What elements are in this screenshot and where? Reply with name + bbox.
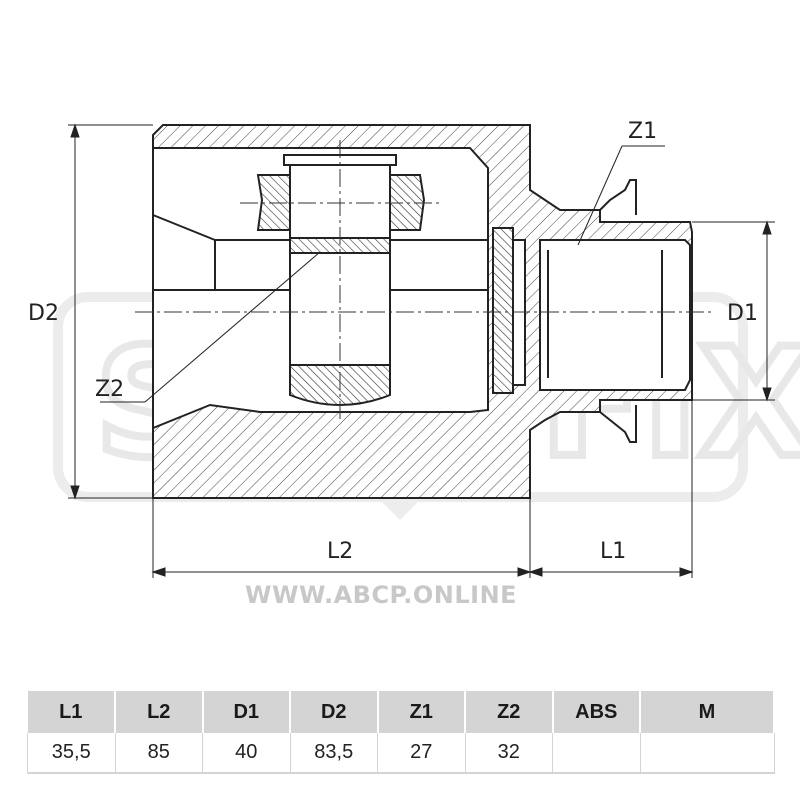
dimension-label-z2: Z2 — [95, 377, 124, 402]
col-header: L2 — [115, 691, 204, 733]
dimension-label-l2: L2 — [327, 539, 353, 564]
col-header: D1 — [202, 691, 291, 733]
dimension-label-z1: Z1 — [628, 119, 657, 144]
outer-housing — [152, 124, 693, 499]
cell-m — [640, 733, 775, 774]
cell-z2: 32 — [465, 733, 553, 774]
watermark-url: WWW.ABCP.ONLINE — [245, 581, 517, 609]
col-header: M — [640, 691, 775, 733]
cell-d2: 83,5 — [290, 733, 378, 774]
dimension-label-d1: D1 — [727, 301, 758, 326]
cell-l2: 85 — [115, 733, 203, 774]
cell-z1: 27 — [377, 733, 466, 774]
center-lines — [135, 140, 715, 420]
cell-d1: 40 — [202, 733, 291, 774]
cell-l1: 35,5 — [27, 733, 116, 774]
table-header-row: L1 L2 D1 D2 Z1 Z2 ABS M — [27, 691, 775, 733]
cv-joint-drawing: SU FIX — [28, 119, 800, 609]
dimension-label-d2: D2 — [28, 301, 59, 326]
col-header: Z1 — [377, 691, 466, 733]
col-header: D2 — [290, 691, 379, 733]
col-header: Z2 — [465, 691, 554, 733]
col-header: L1 — [27, 691, 116, 733]
cell-abs — [552, 733, 641, 774]
dimension-label-l1: L1 — [600, 539, 626, 564]
dimension-lines — [68, 123, 775, 578]
specs-table: L1 L2 D1 D2 Z1 Z2 ABS M 35,5 85 40 83,5 … — [27, 691, 775, 774]
table-row: 35,5 85 40 83,5 27 32 — [27, 733, 775, 774]
col-header: ABS — [552, 691, 641, 733]
